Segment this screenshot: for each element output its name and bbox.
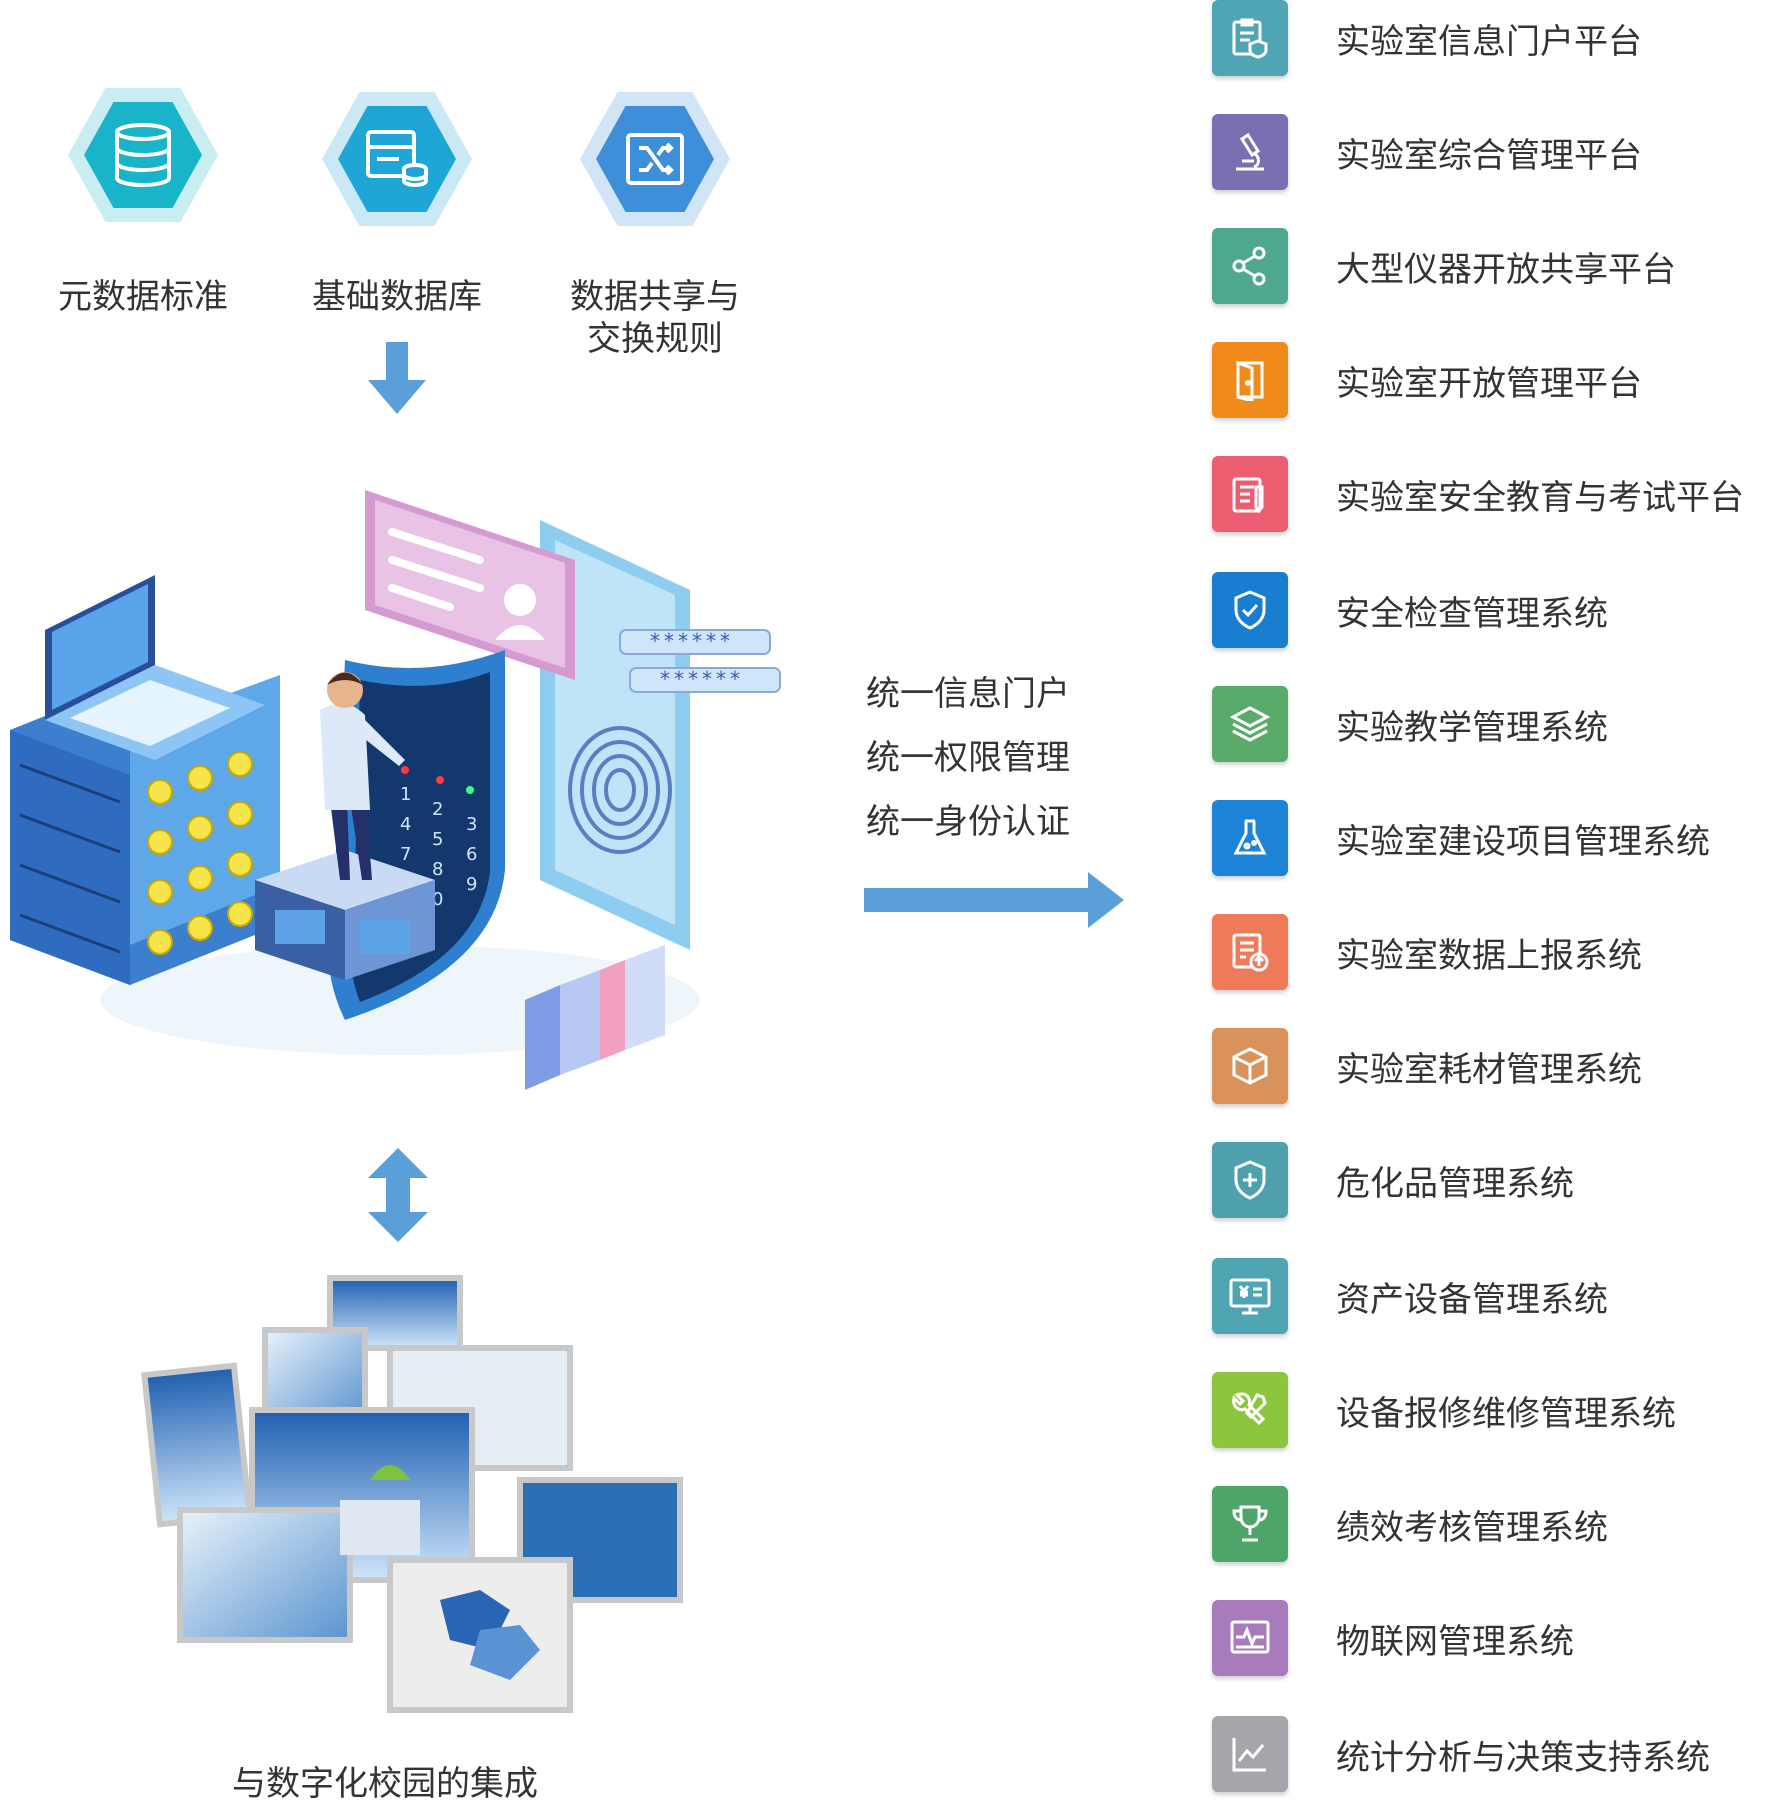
system-item[interactable]: 实验室信息门户平台 bbox=[1212, 0, 1642, 76]
hexagon-badge bbox=[322, 92, 472, 226]
system-item[interactable]: 实验教学管理系统 bbox=[1212, 686, 1608, 762]
digital-campus-illustration bbox=[141, 1275, 683, 1713]
system-label: 设备报修维修管理系统 bbox=[1336, 1393, 1676, 1434]
keypad-digit: 0 bbox=[432, 889, 443, 910]
monitor-yen-icon bbox=[1212, 1258, 1288, 1334]
system-label: 大型仪器开放共享平台 bbox=[1336, 249, 1676, 290]
keypad-digit: 6 bbox=[466, 844, 477, 865]
unified-portal-label: 统一信息门户 bbox=[866, 674, 1070, 714]
bidirectional-arrow-icon bbox=[368, 1148, 428, 1242]
keypad-digit: 8 bbox=[432, 859, 443, 880]
system-item[interactable]: 设备报修维修管理系统 bbox=[1212, 1372, 1676, 1448]
keypad-digit: 9 bbox=[466, 874, 477, 895]
right-arrow-icon bbox=[864, 872, 1124, 928]
data-sharing-label: 数据共享与 交换规则 bbox=[570, 277, 740, 359]
security-platform-illustration: ****** ****** 1 2 3 4 5 6 7 8 9 0 bbox=[10, 490, 781, 1090]
keypad-digit: 5 bbox=[432, 829, 443, 850]
svg-text:******: ****** bbox=[660, 667, 744, 691]
system-label: 资产设备管理系统 bbox=[1336, 1279, 1608, 1320]
base-database-label: 基础数据库 bbox=[312, 277, 482, 317]
system-label: 绩效考核管理系统 bbox=[1336, 1507, 1608, 1548]
keypad-digit: 1 bbox=[400, 784, 411, 805]
base-database-node bbox=[322, 92, 472, 226]
flask-icon bbox=[1212, 800, 1288, 876]
hexagon-badge bbox=[580, 92, 730, 226]
system-label: 实验室耗材管理系统 bbox=[1336, 1049, 1642, 1090]
system-label: 统计分析与决策支持系统 bbox=[1336, 1737, 1710, 1778]
system-item[interactable]: 统计分析与决策支持系统 bbox=[1212, 1716, 1710, 1792]
system-item[interactable]: 物联网管理系统 bbox=[1212, 1600, 1574, 1676]
shield-check-icon bbox=[1212, 572, 1288, 648]
layers-icon bbox=[1212, 686, 1288, 762]
system-item[interactable]: 实验室综合管理平台 bbox=[1212, 114, 1642, 190]
system-label: 物联网管理系统 bbox=[1336, 1621, 1574, 1662]
system-label: 实验室开放管理平台 bbox=[1336, 363, 1642, 404]
system-label: 实验室数据上报系统 bbox=[1336, 935, 1642, 976]
door-icon bbox=[1212, 342, 1288, 418]
system-item[interactable]: 资产设备管理系统 bbox=[1212, 1258, 1608, 1334]
system-item[interactable]: 绩效考核管理系统 bbox=[1212, 1486, 1608, 1562]
wrench-screwdriver-icon bbox=[1212, 1372, 1288, 1448]
hexagon-badge bbox=[68, 88, 218, 222]
campus-integration-label: 与数字化校园的集成 bbox=[232, 1764, 538, 1804]
data-sharing-node bbox=[580, 92, 730, 226]
clipboard-shield-icon bbox=[1212, 0, 1288, 76]
system-label: 危化品管理系统 bbox=[1336, 1163, 1574, 1204]
system-item[interactable]: 实验室建设项目管理系统 bbox=[1212, 800, 1710, 876]
database-icon bbox=[84, 102, 202, 208]
metadata-standard-node bbox=[68, 88, 218, 222]
microscope-icon bbox=[1212, 114, 1288, 190]
system-label: 实验室安全教育与考试平台 bbox=[1336, 477, 1744, 518]
line-chart-icon bbox=[1212, 1716, 1288, 1792]
keypad-digit: 2 bbox=[432, 799, 443, 820]
pulse-monitor-icon bbox=[1212, 1600, 1288, 1676]
system-item[interactable]: 实验室安全教育与考试平台 bbox=[1212, 456, 1744, 532]
system-item[interactable]: 安全检查管理系统 bbox=[1212, 572, 1608, 648]
keypad-digit: 3 bbox=[466, 814, 477, 835]
report-upload-icon bbox=[1212, 914, 1288, 990]
shield-plus-icon bbox=[1212, 1142, 1288, 1218]
system-label: 实验室信息门户平台 bbox=[1336, 21, 1642, 62]
system-item[interactable]: 实验室耗材管理系统 bbox=[1212, 1028, 1642, 1104]
svg-text:******: ****** bbox=[650, 629, 734, 653]
exam-paper-icon bbox=[1212, 456, 1288, 532]
system-item[interactable]: 实验室数据上报系统 bbox=[1212, 914, 1642, 990]
keypad-digit: 7 bbox=[400, 844, 411, 865]
unified-identity-label: 统一身份认证 bbox=[866, 802, 1070, 842]
system-label: 实验教学管理系统 bbox=[1336, 707, 1608, 748]
system-label: 安全检查管理系统 bbox=[1336, 593, 1608, 634]
down-arrow-icon bbox=[368, 342, 426, 414]
unified-permission-label: 统一权限管理 bbox=[866, 738, 1070, 778]
system-item[interactable]: 大型仪器开放共享平台 bbox=[1212, 228, 1676, 304]
system-label: 实验室综合管理平台 bbox=[1336, 135, 1642, 176]
share-icon bbox=[1212, 228, 1288, 304]
trophy-icon bbox=[1212, 1486, 1288, 1562]
shuffle-icon bbox=[596, 106, 714, 212]
box-icon bbox=[1212, 1028, 1288, 1104]
keypad-digit: 4 bbox=[400, 814, 411, 835]
system-item[interactable]: 危化品管理系统 bbox=[1212, 1142, 1574, 1218]
metadata-standard-label: 元数据标准 bbox=[58, 277, 228, 317]
server-database-icon bbox=[338, 106, 456, 212]
system-label: 实验室建设项目管理系统 bbox=[1336, 821, 1710, 862]
system-item[interactable]: 实验室开放管理平台 bbox=[1212, 342, 1642, 418]
